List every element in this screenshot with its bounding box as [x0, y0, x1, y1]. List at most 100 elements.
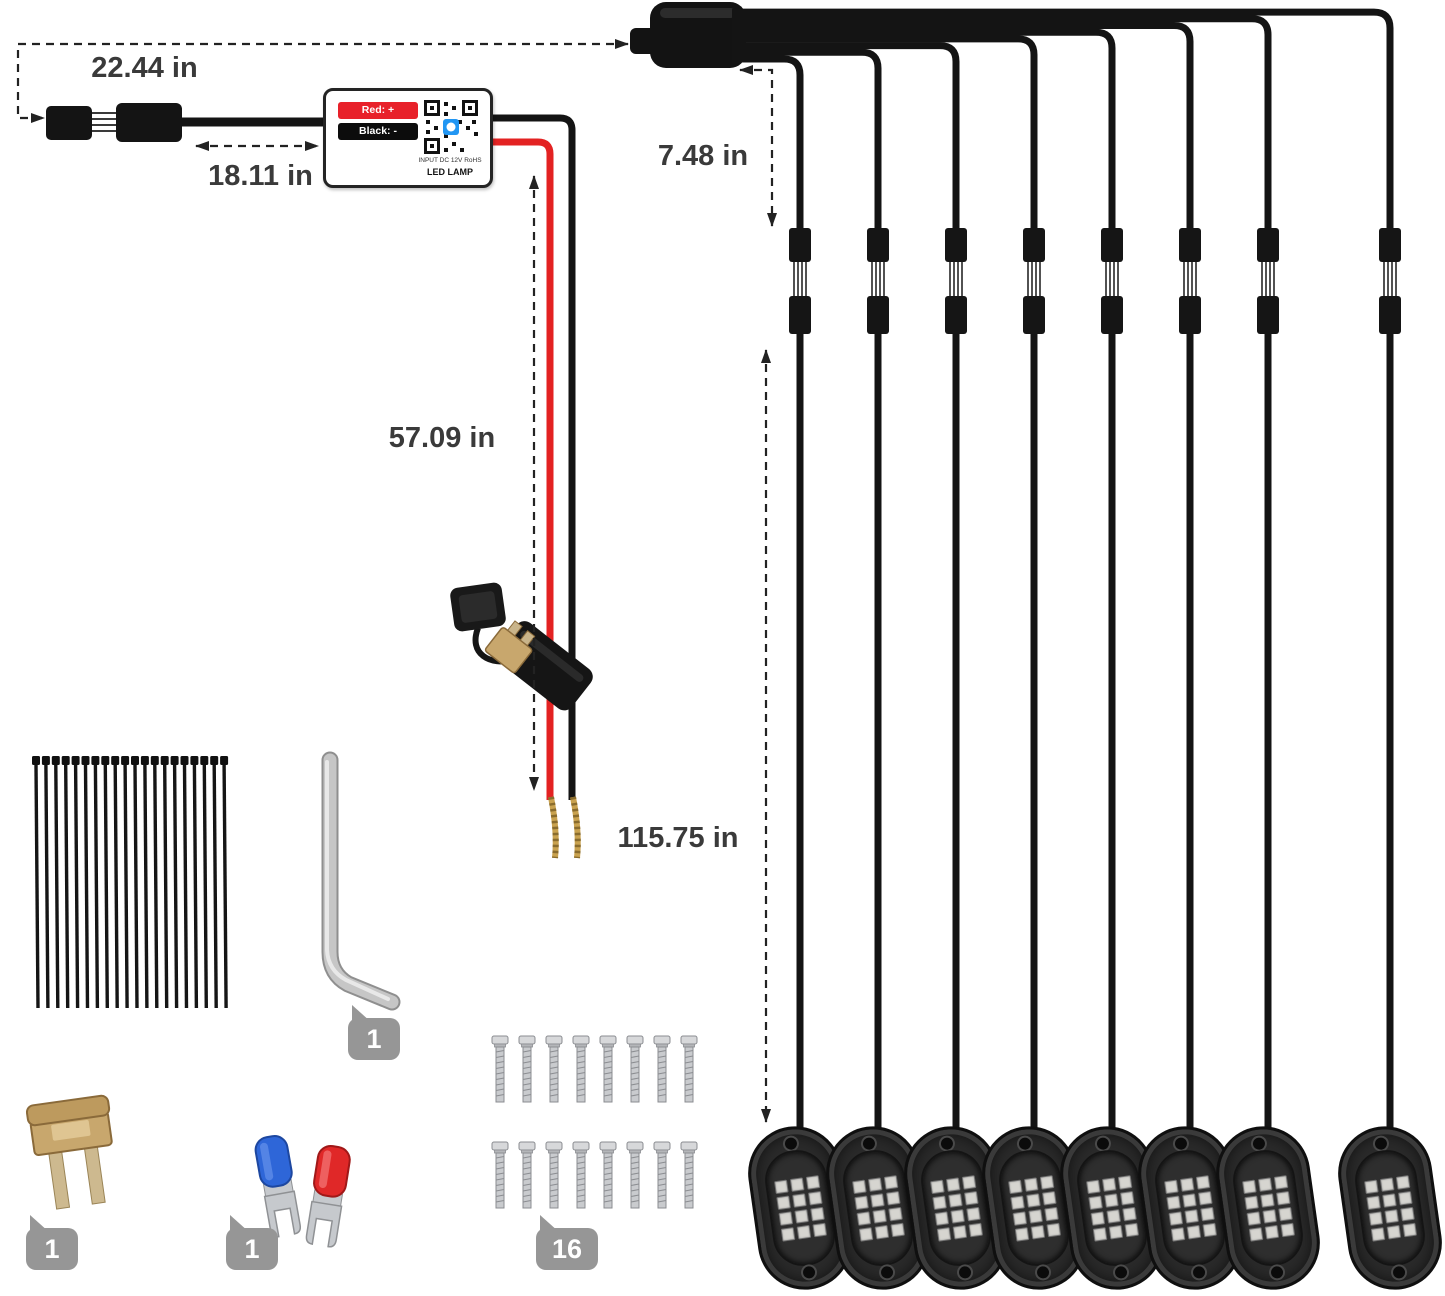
- screw: [518, 1035, 536, 1103]
- zip-tie: [73, 764, 80, 1009]
- led-chip: [1163, 1179, 1179, 1194]
- screw: [599, 1035, 617, 1103]
- qty-badge-allen-key: 1: [348, 1005, 400, 1060]
- mounting-hole: [1190, 1263, 1209, 1282]
- zip-tie: [44, 764, 50, 1009]
- led-chip: [1009, 1194, 1025, 1210]
- led-chip: [851, 1179, 867, 1194]
- led-chip: [945, 1176, 961, 1192]
- led-chip: [1363, 1179, 1379, 1194]
- qty-allen-key: 1: [366, 1023, 382, 1054]
- pod-connector-plug: [1023, 296, 1045, 334]
- led-chip: [789, 1176, 805, 1192]
- led-chip: [1383, 1208, 1399, 1224]
- cable-connector-plug: [1023, 228, 1045, 262]
- blade-fuse: [25, 1094, 113, 1210]
- led-chip: [951, 1224, 967, 1240]
- screw: [680, 1035, 698, 1103]
- zip-tie-head: [170, 756, 179, 765]
- splitter-cable: [732, 22, 1194, 232]
- zip-tie-head: [32, 756, 40, 765]
- mounting-hole: [800, 1263, 819, 1282]
- led-grid: [1363, 1174, 1417, 1242]
- led-chip: [809, 1206, 825, 1222]
- led-chip: [858, 1226, 873, 1242]
- pod-lens: [1229, 1146, 1307, 1270]
- red-wire-label: Red: +: [338, 102, 418, 119]
- led-chip: [1167, 1210, 1183, 1226]
- led-chip: [1277, 1206, 1293, 1222]
- mounting-hole: [1390, 1263, 1409, 1282]
- led-chip: [887, 1206, 903, 1222]
- led-chip: [773, 1179, 789, 1194]
- led-chip: [889, 1222, 905, 1237]
- qty-fuse: 1: [44, 1233, 60, 1264]
- led-chip: [775, 1194, 791, 1210]
- pod-connector-plug: [789, 296, 811, 334]
- zip-tie: [93, 764, 100, 1009]
- led-chip: [1273, 1174, 1288, 1190]
- screw: [572, 1141, 590, 1209]
- led-chip: [1257, 1176, 1273, 1192]
- screw: [491, 1141, 509, 1209]
- screw: [653, 1141, 671, 1209]
- led-chip: [1025, 1192, 1041, 1208]
- led-chip: [793, 1208, 809, 1224]
- cable-connector-plug: [1101, 228, 1123, 262]
- cable-connector-plug: [1179, 228, 1201, 262]
- screw: [572, 1035, 590, 1103]
- zip-tie: [153, 764, 159, 1009]
- product-label: LED LAMP: [427, 167, 473, 177]
- zip-tie: [34, 764, 40, 1009]
- splitter-cable: [732, 48, 882, 232]
- mounting-screws: [491, 1035, 698, 1209]
- splitter-cable: [732, 15, 1272, 232]
- spare-fuse-in-holder: [484, 620, 536, 674]
- zip-tie-head: [51, 756, 60, 765]
- zip-tie-head: [190, 756, 199, 765]
- zip-tie-head: [140, 756, 149, 765]
- led-chip: [1043, 1206, 1059, 1222]
- led-chip: [1241, 1179, 1257, 1194]
- mounting-hole: [1034, 1263, 1053, 1282]
- led-chip: [1381, 1192, 1397, 1208]
- screw: [599, 1141, 617, 1209]
- zip-tie: [133, 764, 139, 1009]
- zip-tie-head: [150, 756, 159, 765]
- led-chip: [967, 1222, 983, 1237]
- zip-tie: [222, 764, 228, 1009]
- splitter-hub: [630, 2, 746, 68]
- led-chip: [1105, 1208, 1121, 1224]
- dim-label-input-cable: 22.44 in: [91, 52, 198, 84]
- zip-tie: [182, 764, 189, 1009]
- led-chip: [965, 1206, 981, 1222]
- zip-ties: [32, 756, 229, 1009]
- led-chip: [1385, 1224, 1401, 1240]
- led-chip: [1117, 1174, 1132, 1190]
- led-chip: [1039, 1174, 1054, 1190]
- led-chip: [1195, 1174, 1210, 1190]
- zip-tie: [192, 764, 199, 1009]
- cable-connector-plug: [945, 228, 967, 262]
- led-chip: [1365, 1194, 1381, 1210]
- led-chip: [1275, 1190, 1291, 1206]
- pod-connector-plug: [1101, 296, 1123, 334]
- led-chip: [1401, 1222, 1417, 1237]
- led-chip: [1011, 1210, 1027, 1226]
- cable-connector-plug: [1257, 228, 1279, 262]
- led-chip: [805, 1174, 820, 1190]
- led-chip: [795, 1224, 811, 1240]
- dimension-lines: [16, 39, 777, 1123]
- spade-terminal-blue: [254, 1135, 302, 1238]
- pod-housing: [1332, 1120, 1445, 1296]
- zip-tie-head: [200, 756, 209, 765]
- led-grid: [929, 1174, 983, 1242]
- led-chip: [871, 1208, 887, 1224]
- zip-tie-head: [81, 756, 90, 765]
- led-chip: [1181, 1192, 1197, 1208]
- led-chip: [1397, 1190, 1413, 1206]
- cable-connector-plug: [1379, 228, 1401, 262]
- led-grid: [1085, 1174, 1139, 1242]
- screw: [518, 1141, 536, 1209]
- led-chip: [1092, 1226, 1107, 1242]
